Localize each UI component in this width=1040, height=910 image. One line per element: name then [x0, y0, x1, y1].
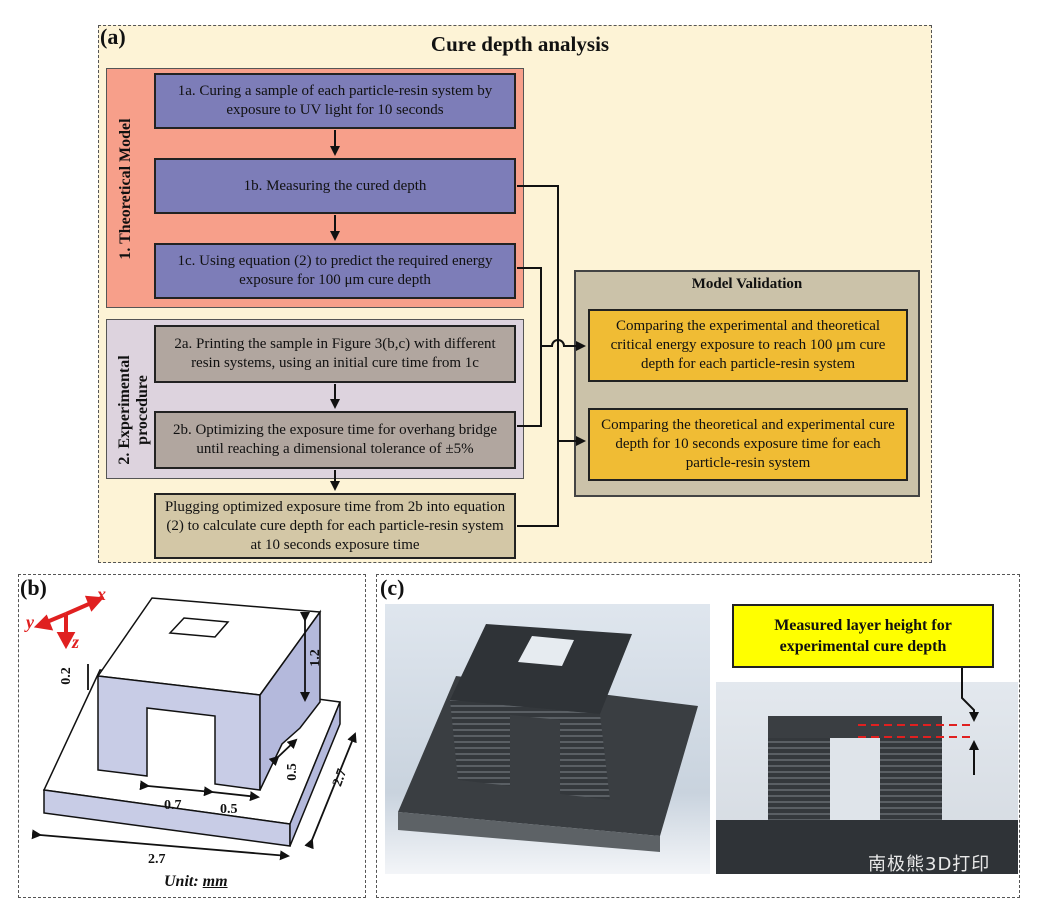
dim-line-27-side [304, 732, 357, 850]
step-2a-box: 2a. Printing the sample in Figure 3(b,c)… [154, 325, 516, 383]
step-2b-box: 2b. Optimizing the exposure time for ove… [154, 411, 516, 469]
x-arrowhead [84, 595, 105, 612]
y-axis-label: y [26, 612, 34, 632]
dim-label-07: 0.7 [164, 798, 182, 813]
step-1a-box: 1a. Curing a sample of each particle-res… [154, 73, 516, 129]
validation-box-1: Comparing the experimental and theoretic… [588, 309, 908, 382]
dim-line-05-side [268, 738, 298, 767]
tower-hole [168, 617, 230, 638]
model-validation-title: Model Validation [691, 276, 803, 292]
photo-left-tower-top [450, 624, 632, 714]
step-1c-box: 1c. Using equation (2) to predict the re… [154, 243, 516, 299]
unit-value: mm [202, 873, 228, 890]
unit-prefix: Unit: [164, 873, 203, 890]
photo-right-base [716, 820, 1018, 874]
z-arrowhead [56, 632, 76, 650]
validation-box-2: Comparing the theoretical and experiment… [588, 408, 908, 481]
panel-c-label: (c) [380, 575, 405, 600]
connector-1b-validation [517, 185, 586, 446]
photo-right-bridge [768, 716, 942, 738]
connector-to-validation-1 [541, 339, 586, 351]
plugging-step-box: Plugging optimized exposure time from 2b… [154, 493, 516, 559]
photo-right-gap [830, 738, 880, 820]
y-arrowhead [33, 614, 54, 631]
x-axis-label: x [97, 584, 106, 604]
watermark-text: 南极熊3D打印 [868, 854, 991, 875]
z-axis-label: z [72, 632, 80, 652]
step-1b-box: 1b. Measuring the cured depth [154, 158, 516, 214]
dim-label-27-bottom: 2.7 [148, 852, 166, 867]
dim-line-07 [139, 780, 214, 797]
photo-left-hole [518, 636, 574, 666]
photo-left-tower [450, 700, 610, 800]
diagram-title: Cure depth analysis [430, 32, 610, 56]
measured-layer-callout: Measured layer height for experimental c… [732, 604, 994, 668]
panel-a-label: (a) [100, 24, 126, 49]
callout-pointer-down [961, 668, 979, 722]
dim-label-05-bottom: 0.5 [220, 802, 238, 817]
unit-caption: Unit: mm [164, 873, 228, 891]
dim-line-05-bottom [211, 791, 260, 802]
connector-plug-validation [517, 441, 559, 527]
photo-left-base-edge [398, 812, 660, 852]
dim-line-27-bottom [31, 829, 290, 861]
panel-b-label: (b) [20, 575, 47, 600]
